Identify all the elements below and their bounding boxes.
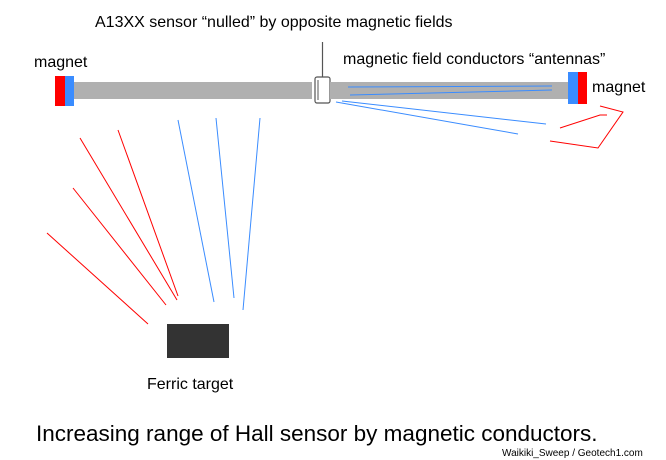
field-lines-left-magnet: [46, 129, 179, 325]
conductors-label: magnetic field conductors “antennas”: [343, 51, 605, 68]
magnet-left-north: [55, 76, 65, 106]
magnet-left-south: [65, 76, 74, 106]
field-line: [177, 119, 215, 303]
ferric-target: [167, 324, 229, 358]
credit-text: Waikiki_Sweep / Geotech1.com: [502, 448, 643, 459]
field-line: [79, 137, 178, 301]
field-lines-right-magnet: [549, 105, 624, 149]
field-loop: [549, 105, 624, 149]
field-line: [347, 85, 553, 88]
field-line: [349, 89, 553, 96]
field-lines-target: [177, 117, 261, 311]
magnet-left-label: magnet: [34, 54, 88, 71]
field-line: [335, 101, 519, 135]
field-line: [341, 100, 547, 125]
magnet-right-south: [568, 72, 578, 104]
field-line: [117, 129, 179, 297]
conductor-bar-left: [74, 82, 312, 99]
field-lines-conductor: [335, 85, 553, 135]
diagram-caption: Increasing range of Hall sensor by magne…: [36, 421, 598, 446]
field-line: [72, 187, 167, 306]
field-line: [215, 117, 235, 299]
sensor-body: [314, 76, 331, 104]
field-line: [46, 232, 149, 325]
field-loop: [559, 114, 607, 129]
magnet-right-label: magnet: [592, 79, 646, 96]
ferric-target-label: Ferric target: [147, 376, 234, 393]
sensor-label: A13XX sensor “nulled” by opposite magnet…: [95, 14, 453, 31]
magnet-right-north: [578, 72, 587, 104]
field-line: [242, 117, 261, 311]
